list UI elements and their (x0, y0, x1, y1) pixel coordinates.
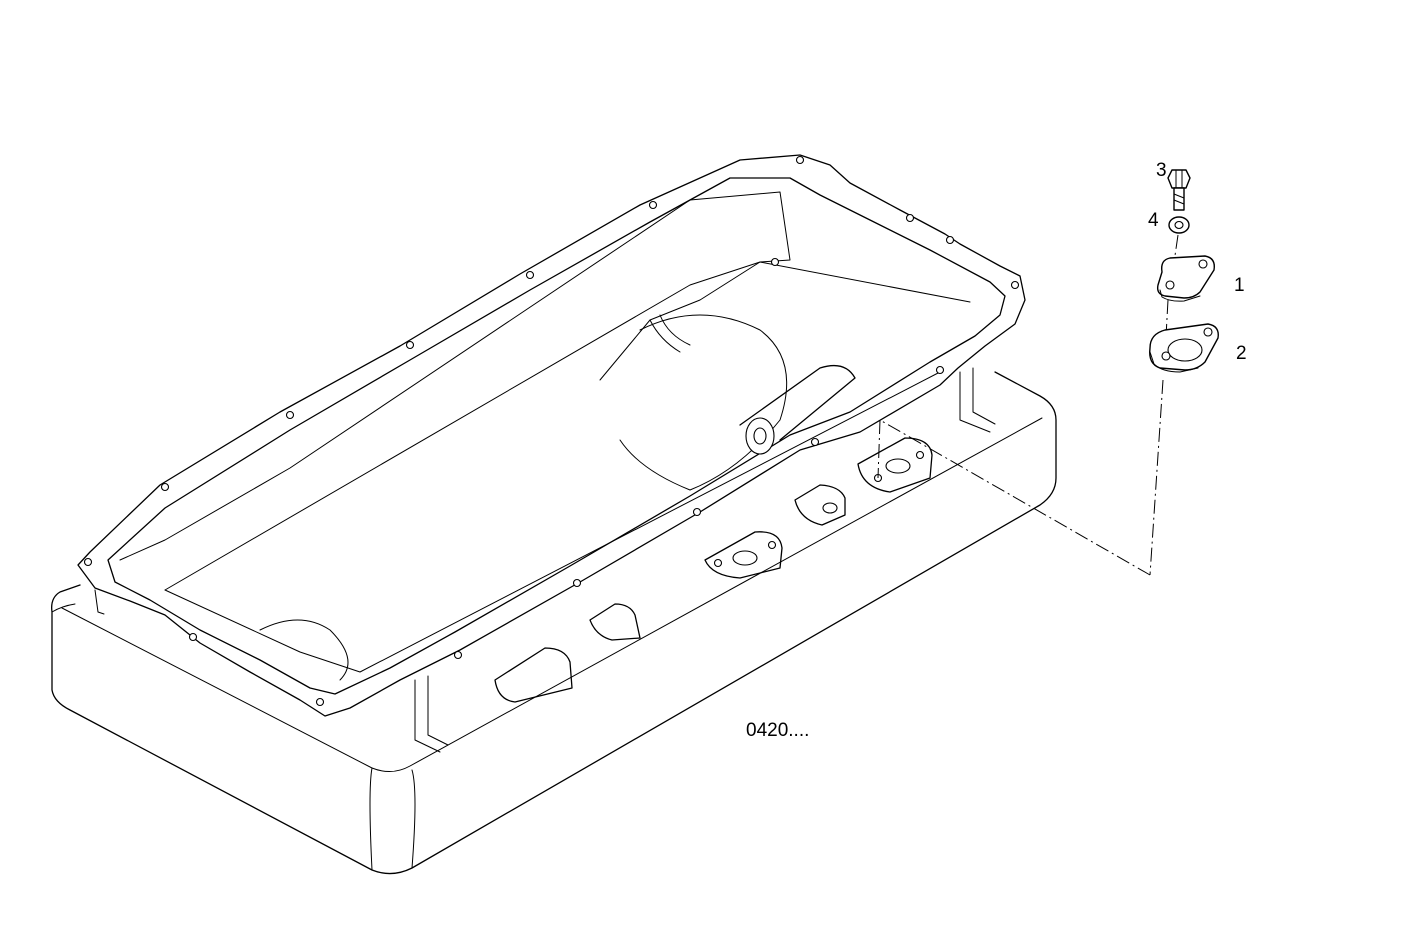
assembly-centerline (877, 234, 1179, 576)
exploded-parts: 3 4 1 2 (877, 160, 1247, 576)
boss-pad-2 (589, 603, 641, 641)
sump-support-left (94, 589, 105, 615)
sump-support-rear (959, 367, 996, 433)
boss-pad-1 (494, 647, 573, 703)
washer-part (1168, 216, 1190, 234)
sump-inner-floor-back (164, 261, 971, 591)
sump-flange-outer (77, 154, 1026, 717)
sump-well-curve (619, 314, 788, 491)
bolt-part (1167, 169, 1191, 211)
boss-pad-4 (794, 484, 846, 526)
sump-base-left-edge (51, 603, 76, 613)
boss-pad-oil-drain (857, 437, 933, 493)
callout-2: 2 (1236, 343, 1247, 364)
callout-1: 1 (1234, 275, 1245, 296)
flange-bolt-holes (83, 155, 1020, 707)
sump-rib-left (649, 314, 691, 353)
sump-well-curve-2 (259, 619, 349, 681)
sump-inner-floor-edge (164, 371, 941, 673)
callout-4: 4 (1148, 210, 1159, 231)
cover-plate-part (1156, 255, 1215, 302)
suction-pipe (739, 364, 856, 455)
diagram-reference-label: 0420.... (746, 720, 809, 741)
sump-flange-inner (107, 177, 1006, 695)
oil-sump-pan (51, 154, 1057, 875)
callout-3: 3 (1156, 160, 1167, 181)
sump-inner-wall (119, 191, 791, 561)
sump-support-front (414, 675, 449, 753)
sump-base-corner (369, 767, 416, 871)
sump-base-block (51, 371, 1057, 875)
gasket-part (1149, 323, 1219, 373)
boss-pad-3 (704, 531, 783, 579)
